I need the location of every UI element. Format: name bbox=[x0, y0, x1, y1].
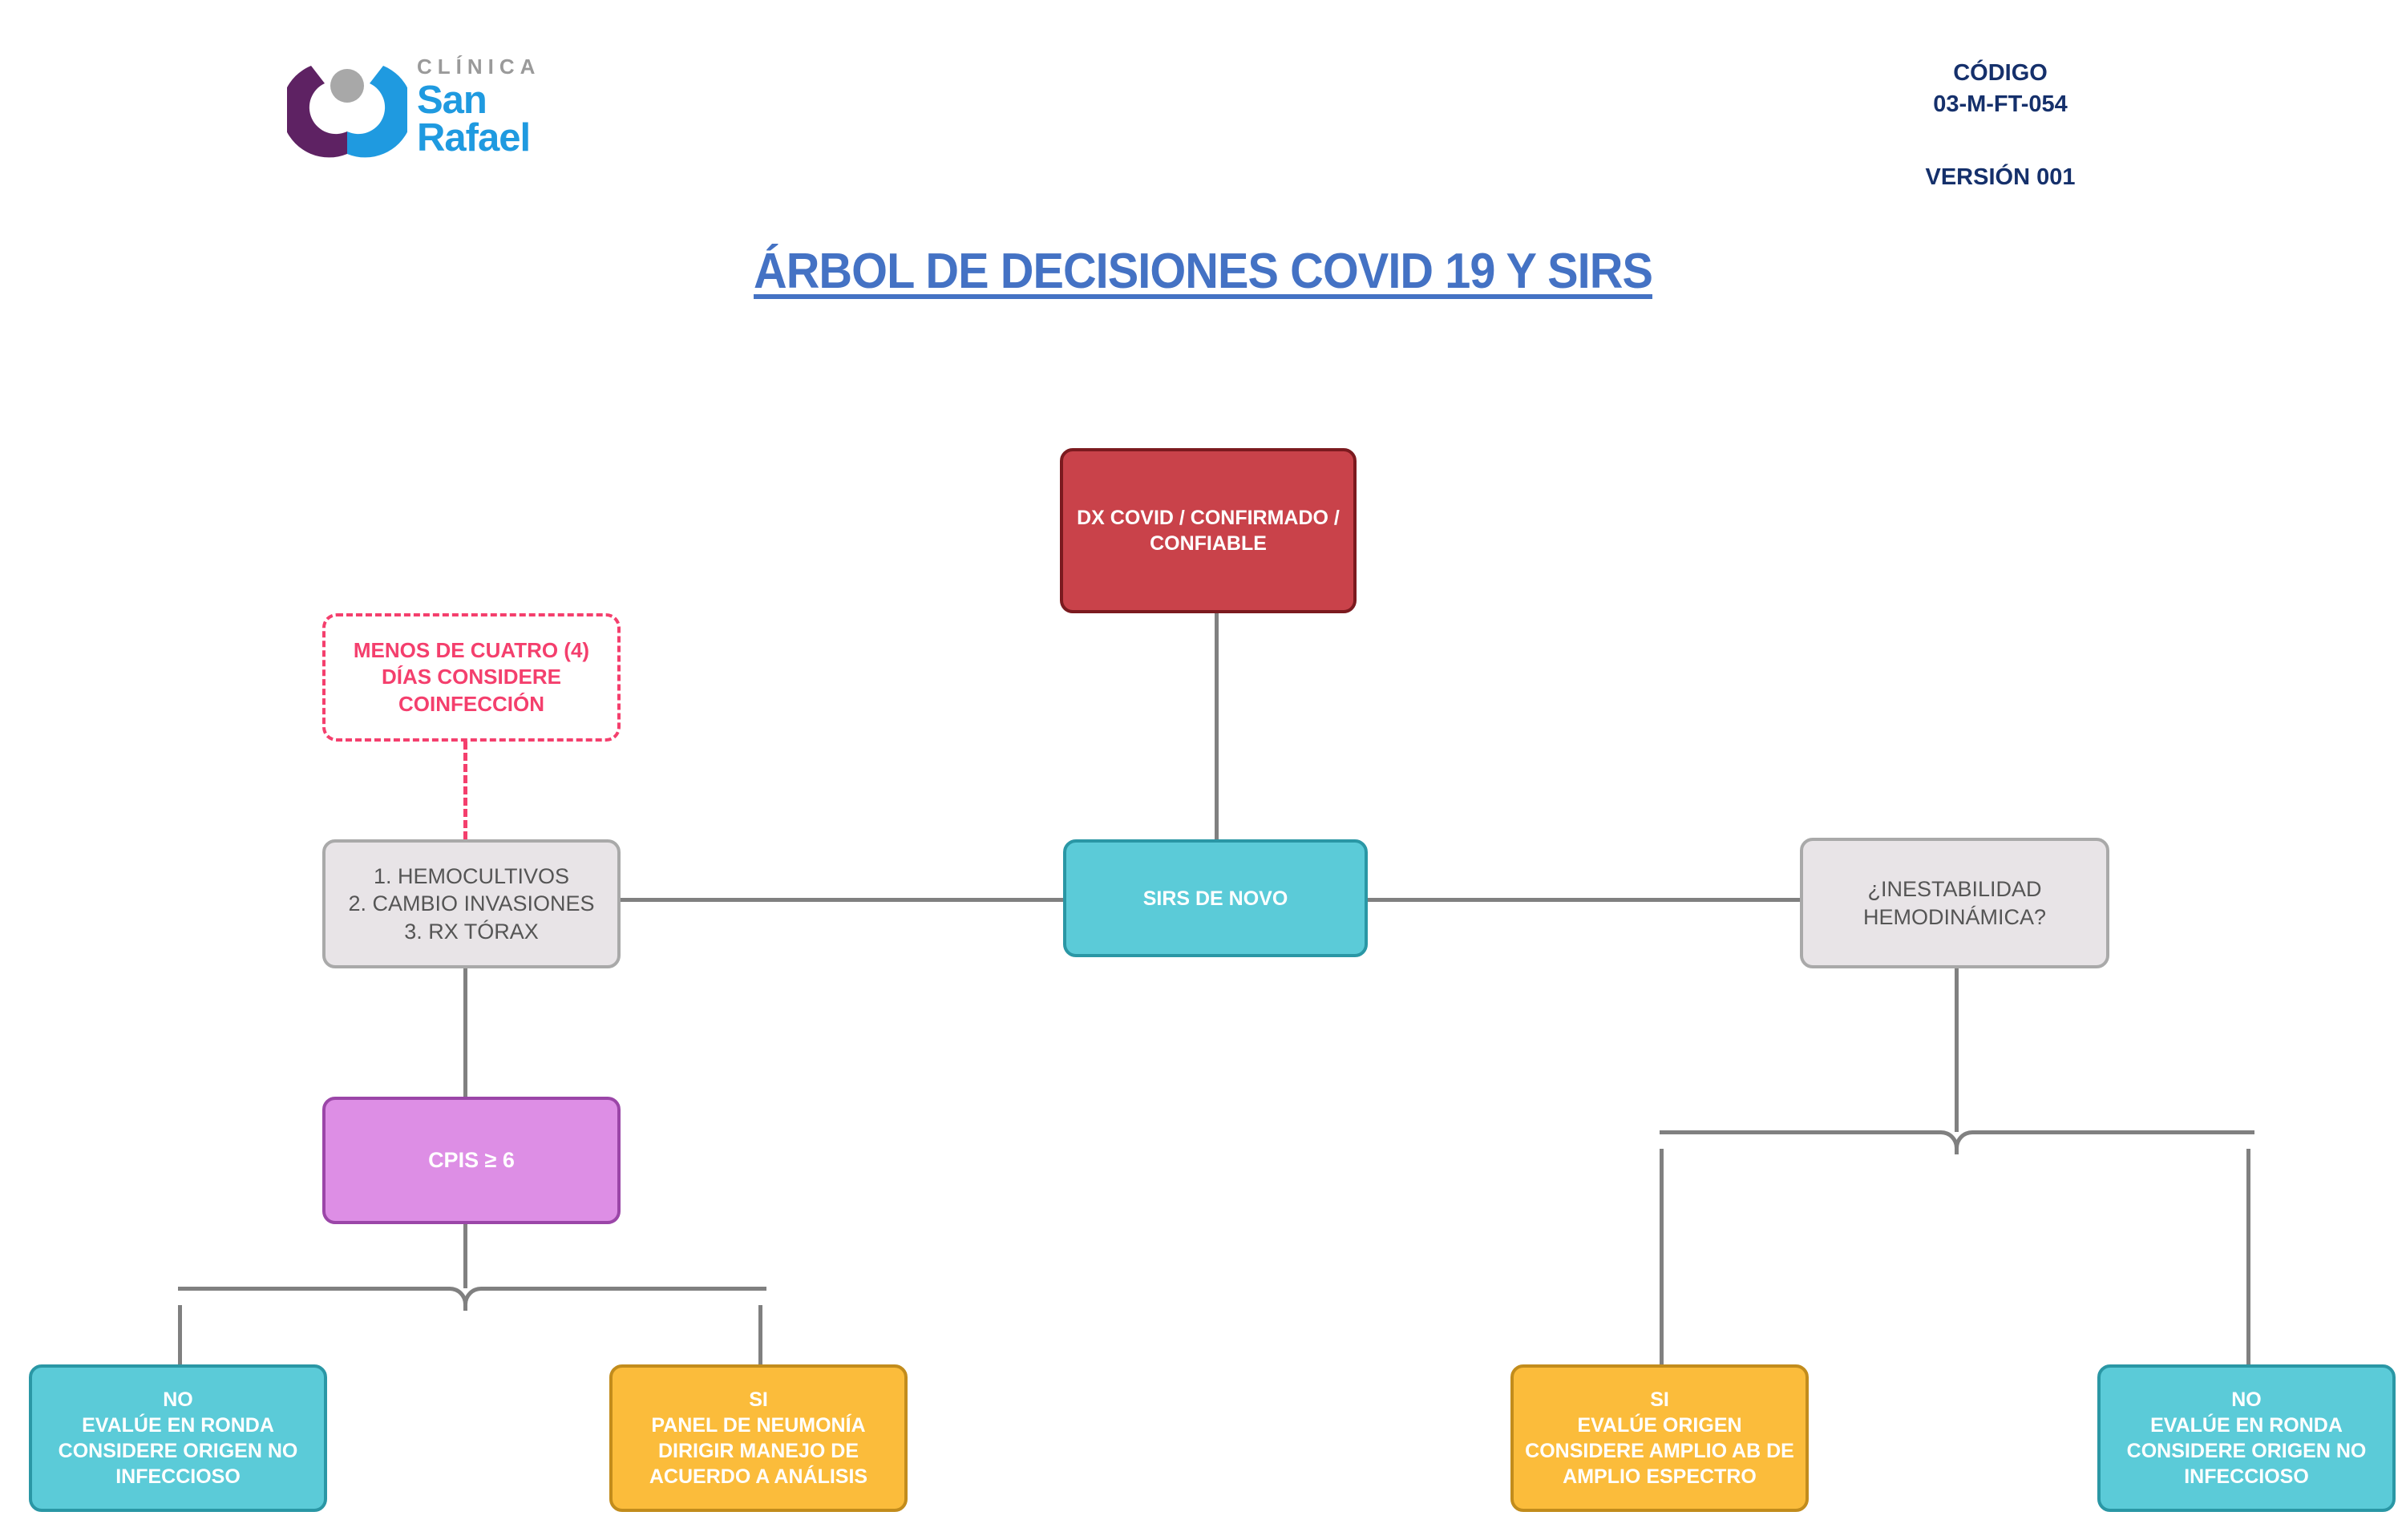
node-hemo-no-line2: EVALÚE EN RONDA bbox=[2150, 1414, 2343, 1437]
node-cpis-no[interactable]: NO EVALÚE EN RONDA CONSIDERE ORIGEN NO I… bbox=[29, 1364, 327, 1512]
node-estudios-line2: 2. CAMBIO INVASIONES bbox=[348, 891, 595, 916]
node-cpis-no-line1: NO bbox=[163, 1388, 193, 1411]
page-title: ÁRBOL DE DECISIONES COVID 19 Y SIRS bbox=[754, 244, 1653, 299]
connector-cpis-stem bbox=[463, 1224, 467, 1288]
clinica-san-rafael-logo: CLÍNICA San Rafael bbox=[287, 45, 608, 160]
connector-inestabilidad-stem bbox=[1955, 968, 1959, 1132]
node-cpis-si-line3: DIRIGIR MANEJO DE bbox=[657, 1440, 859, 1462]
node-cpis-no-line3: CONSIDERE ORIGEN NO bbox=[58, 1440, 298, 1462]
node-dx-covid-line2: CONFIABLE bbox=[1150, 532, 1267, 555]
code-label: CÓDIGO bbox=[1953, 60, 2048, 86]
node-cpis-no-line2: EVALÚE EN RONDA bbox=[82, 1414, 274, 1437]
node-hemo-no[interactable]: NO EVALÚE EN RONDA CONSIDERE ORIGEN NO I… bbox=[2097, 1364, 2396, 1512]
node-hemo-no-line4: INFECCIOSO bbox=[2184, 1465, 2309, 1488]
document-version: VERSIÓN 001 bbox=[1925, 164, 2076, 190]
node-estudios[interactable]: 1. HEMOCULTIVOS 2. CAMBIO INVASIONES 3. … bbox=[322, 839, 621, 968]
node-estudios-line3: 3. RX TÓRAX bbox=[404, 919, 539, 944]
connector-coinfeccion-to-estudios bbox=[463, 742, 467, 839]
logo-mark-icon bbox=[287, 66, 407, 158]
connector-sirs-to-estudios bbox=[620, 898, 1063, 902]
connector-cpis-to-si bbox=[758, 1305, 762, 1366]
node-cpis-no-line4: INFECCIOSO bbox=[115, 1465, 241, 1488]
connector-estudios-to-cpis bbox=[463, 968, 467, 1105]
node-sirs-de-novo-label: SIRS DE NOVO bbox=[1142, 887, 1288, 910]
node-coinfeccion-line1: MENOS DE CUATRO (4) bbox=[353, 638, 590, 663]
node-estudios-line1: 1. HEMOCULTIVOS bbox=[373, 863, 570, 888]
node-hemo-si-line4: AMPLIO ESPECTRO bbox=[1563, 1465, 1757, 1488]
node-hemo-no-line1: NO bbox=[2231, 1388, 2262, 1411]
node-hemo-si-line1: SI bbox=[1650, 1388, 1669, 1411]
connector-cpis-to-no bbox=[178, 1305, 182, 1366]
node-inestabilidad-line1: ¿INESTABILIDAD bbox=[1867, 876, 2042, 901]
node-cpis[interactable]: CPIS ≥ 6 bbox=[322, 1097, 621, 1224]
node-sirs-de-novo[interactable]: SIRS DE NOVO bbox=[1063, 839, 1368, 957]
connector-hemo-to-si bbox=[1660, 1149, 1664, 1366]
connector-cpis-elbow-right bbox=[463, 1287, 766, 1311]
node-dx-covid-line1: DX COVID / CONFIRMADO / bbox=[1077, 507, 1340, 529]
node-hemo-no-line3: CONSIDERE ORIGEN NO bbox=[2126, 1440, 2367, 1462]
code-value: 03-M-FT-054 bbox=[1933, 91, 2068, 118]
connector-hemo-to-no bbox=[2246, 1149, 2250, 1366]
logo-san-text: San bbox=[417, 79, 487, 122]
node-dx-covid[interactable]: DX COVID / CONFIRMADO / CONFIABLE bbox=[1060, 448, 1357, 613]
node-coinfeccion[interactable]: MENOS DE CUATRO (4) DÍAS CONSIDERE COINF… bbox=[322, 613, 621, 742]
connector-sirs-to-inestabilidad bbox=[1368, 898, 1800, 902]
document-code-block: CÓDIGO 03-M-FT-054 bbox=[1832, 58, 2169, 120]
node-cpis-si-line1: SI bbox=[749, 1388, 768, 1411]
node-cpis-si[interactable]: SI PANEL DE NEUMONÍA DIRIGIR MANEJO DE A… bbox=[609, 1364, 908, 1512]
connector-hemo-elbow-right bbox=[1955, 1130, 2254, 1154]
connector-cpis-elbow-left bbox=[178, 1287, 467, 1311]
node-coinfeccion-line3: COINFECCIÓN bbox=[398, 691, 544, 716]
node-inestabilidad-line2: HEMODINÁMICA? bbox=[1862, 904, 2047, 929]
node-cpis-si-line4: ACUERDO A ANÁLISIS bbox=[649, 1465, 868, 1488]
node-inestabilidad-hemodinamica[interactable]: ¿INESTABILIDAD HEMODINÁMICA? bbox=[1800, 838, 2109, 968]
node-cpis-si-line2: PANEL DE NEUMONÍA bbox=[651, 1414, 866, 1437]
connector-hemo-elbow-left bbox=[1660, 1130, 1959, 1154]
logo-rafael-text: Rafael bbox=[417, 116, 531, 160]
node-hemo-si[interactable]: SI EVALÚE ORIGEN CONSIDERE AMPLIO AB DE … bbox=[1510, 1364, 1809, 1512]
node-cpis-label: CPIS ≥ 6 bbox=[428, 1148, 515, 1173]
node-coinfeccion-line2: DÍAS CONSIDERE bbox=[382, 665, 561, 689]
logo-clinica-text: CLÍNICA bbox=[417, 55, 541, 79]
connector-dxcovid-to-sirs bbox=[1215, 613, 1219, 839]
node-hemo-si-line3: CONSIDERE AMPLIO AB DE bbox=[1525, 1440, 1794, 1462]
node-hemo-si-line2: EVALÚE ORIGEN bbox=[1577, 1414, 1742, 1437]
